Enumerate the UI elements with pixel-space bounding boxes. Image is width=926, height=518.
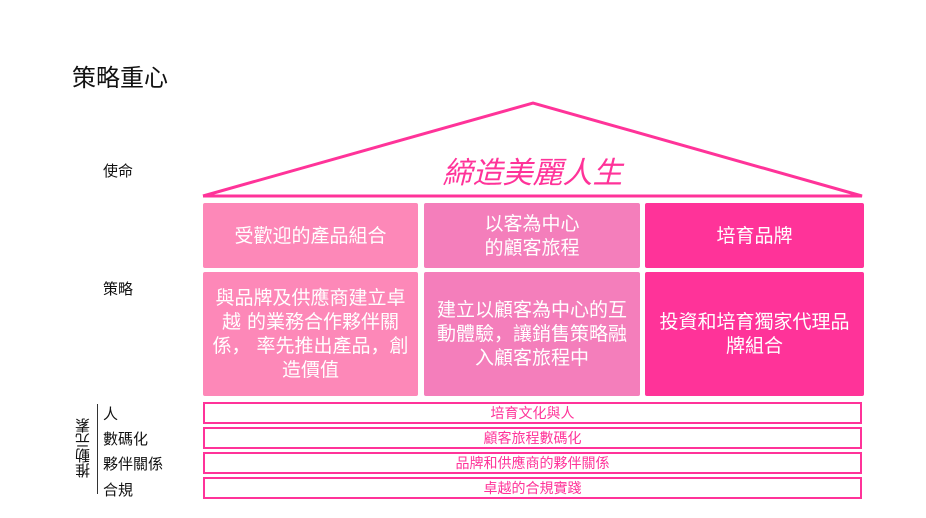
strategy-heading-2: 以客為中心的顧客旅程 [424, 203, 640, 268]
driver-bar-partnership: 品牌和供應商的夥伴關係 [203, 452, 862, 474]
roof-outline [202, 101, 863, 198]
driver-bar-digital: 顧客旅程數碼化 [203, 427, 862, 449]
strategy-heading-1: 受歡迎的產品組合 [203, 203, 418, 268]
strategy-label: 策略 [103, 280, 134, 298]
mission-label: 使命 [103, 162, 134, 180]
strategy-detail-3: 投資和培育獨家代理品牌組合 [645, 272, 864, 396]
drivers-label: 推動元素 [74, 418, 92, 478]
drivers-divider [97, 404, 98, 494]
driver-label-people: 人 [103, 405, 119, 423]
mission-text: 締造美麗人生 [442, 156, 623, 191]
strategy-detail-2: 建立以顧客為中心的互動體驗，讓銷售策略融入顧客旅程中 [424, 272, 640, 396]
driver-bar-compliance: 卓越的合規實踐 [203, 477, 862, 499]
driver-label-compliance: 合規 [103, 481, 134, 499]
strategy-detail-1: 與品牌及供應商建立卓越 的業務合作夥伴關係， 率先推出產品，創造價值 [203, 272, 418, 396]
driver-bar-people: 培育文化與人 [203, 402, 862, 424]
driver-label-digital: 數碼化 [103, 430, 149, 448]
strategy-heading-3: 培育品牌 [645, 203, 864, 268]
page-title: 策略重心 [72, 64, 168, 92]
driver-label-partnership: 夥伴關係 [103, 455, 164, 473]
